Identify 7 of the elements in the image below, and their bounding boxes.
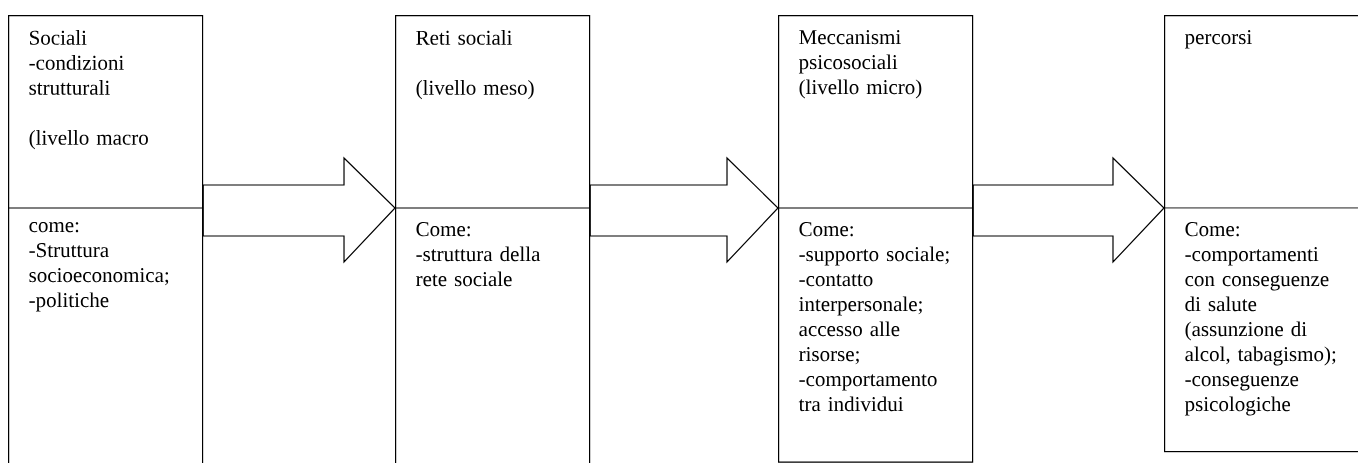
column-box: Reti sociali (livello meso) Come: -struttura della rete sociale	[394, 15, 591, 463]
column-box: Sociali -condizioni strutturali (livello macro come: -Struttura socioeconomica; -politiche	[7, 15, 204, 463]
column-box: Meccanismi psicosociali (livello micro) Come: -supporto sociale; -contatto interpersonale; accesso alle risorse; -comportamento tra individui	[777, 15, 974, 463]
block-arrow	[972, 156, 1165, 264]
block-arrow	[202, 156, 396, 264]
column-box: percorsi Come: -comportamenti con conseguenze di salute (assunzione di alcol, tabagismo); -conseguenze psicologiche	[1163, 15, 1358, 453]
block-arrow	[589, 156, 779, 264]
